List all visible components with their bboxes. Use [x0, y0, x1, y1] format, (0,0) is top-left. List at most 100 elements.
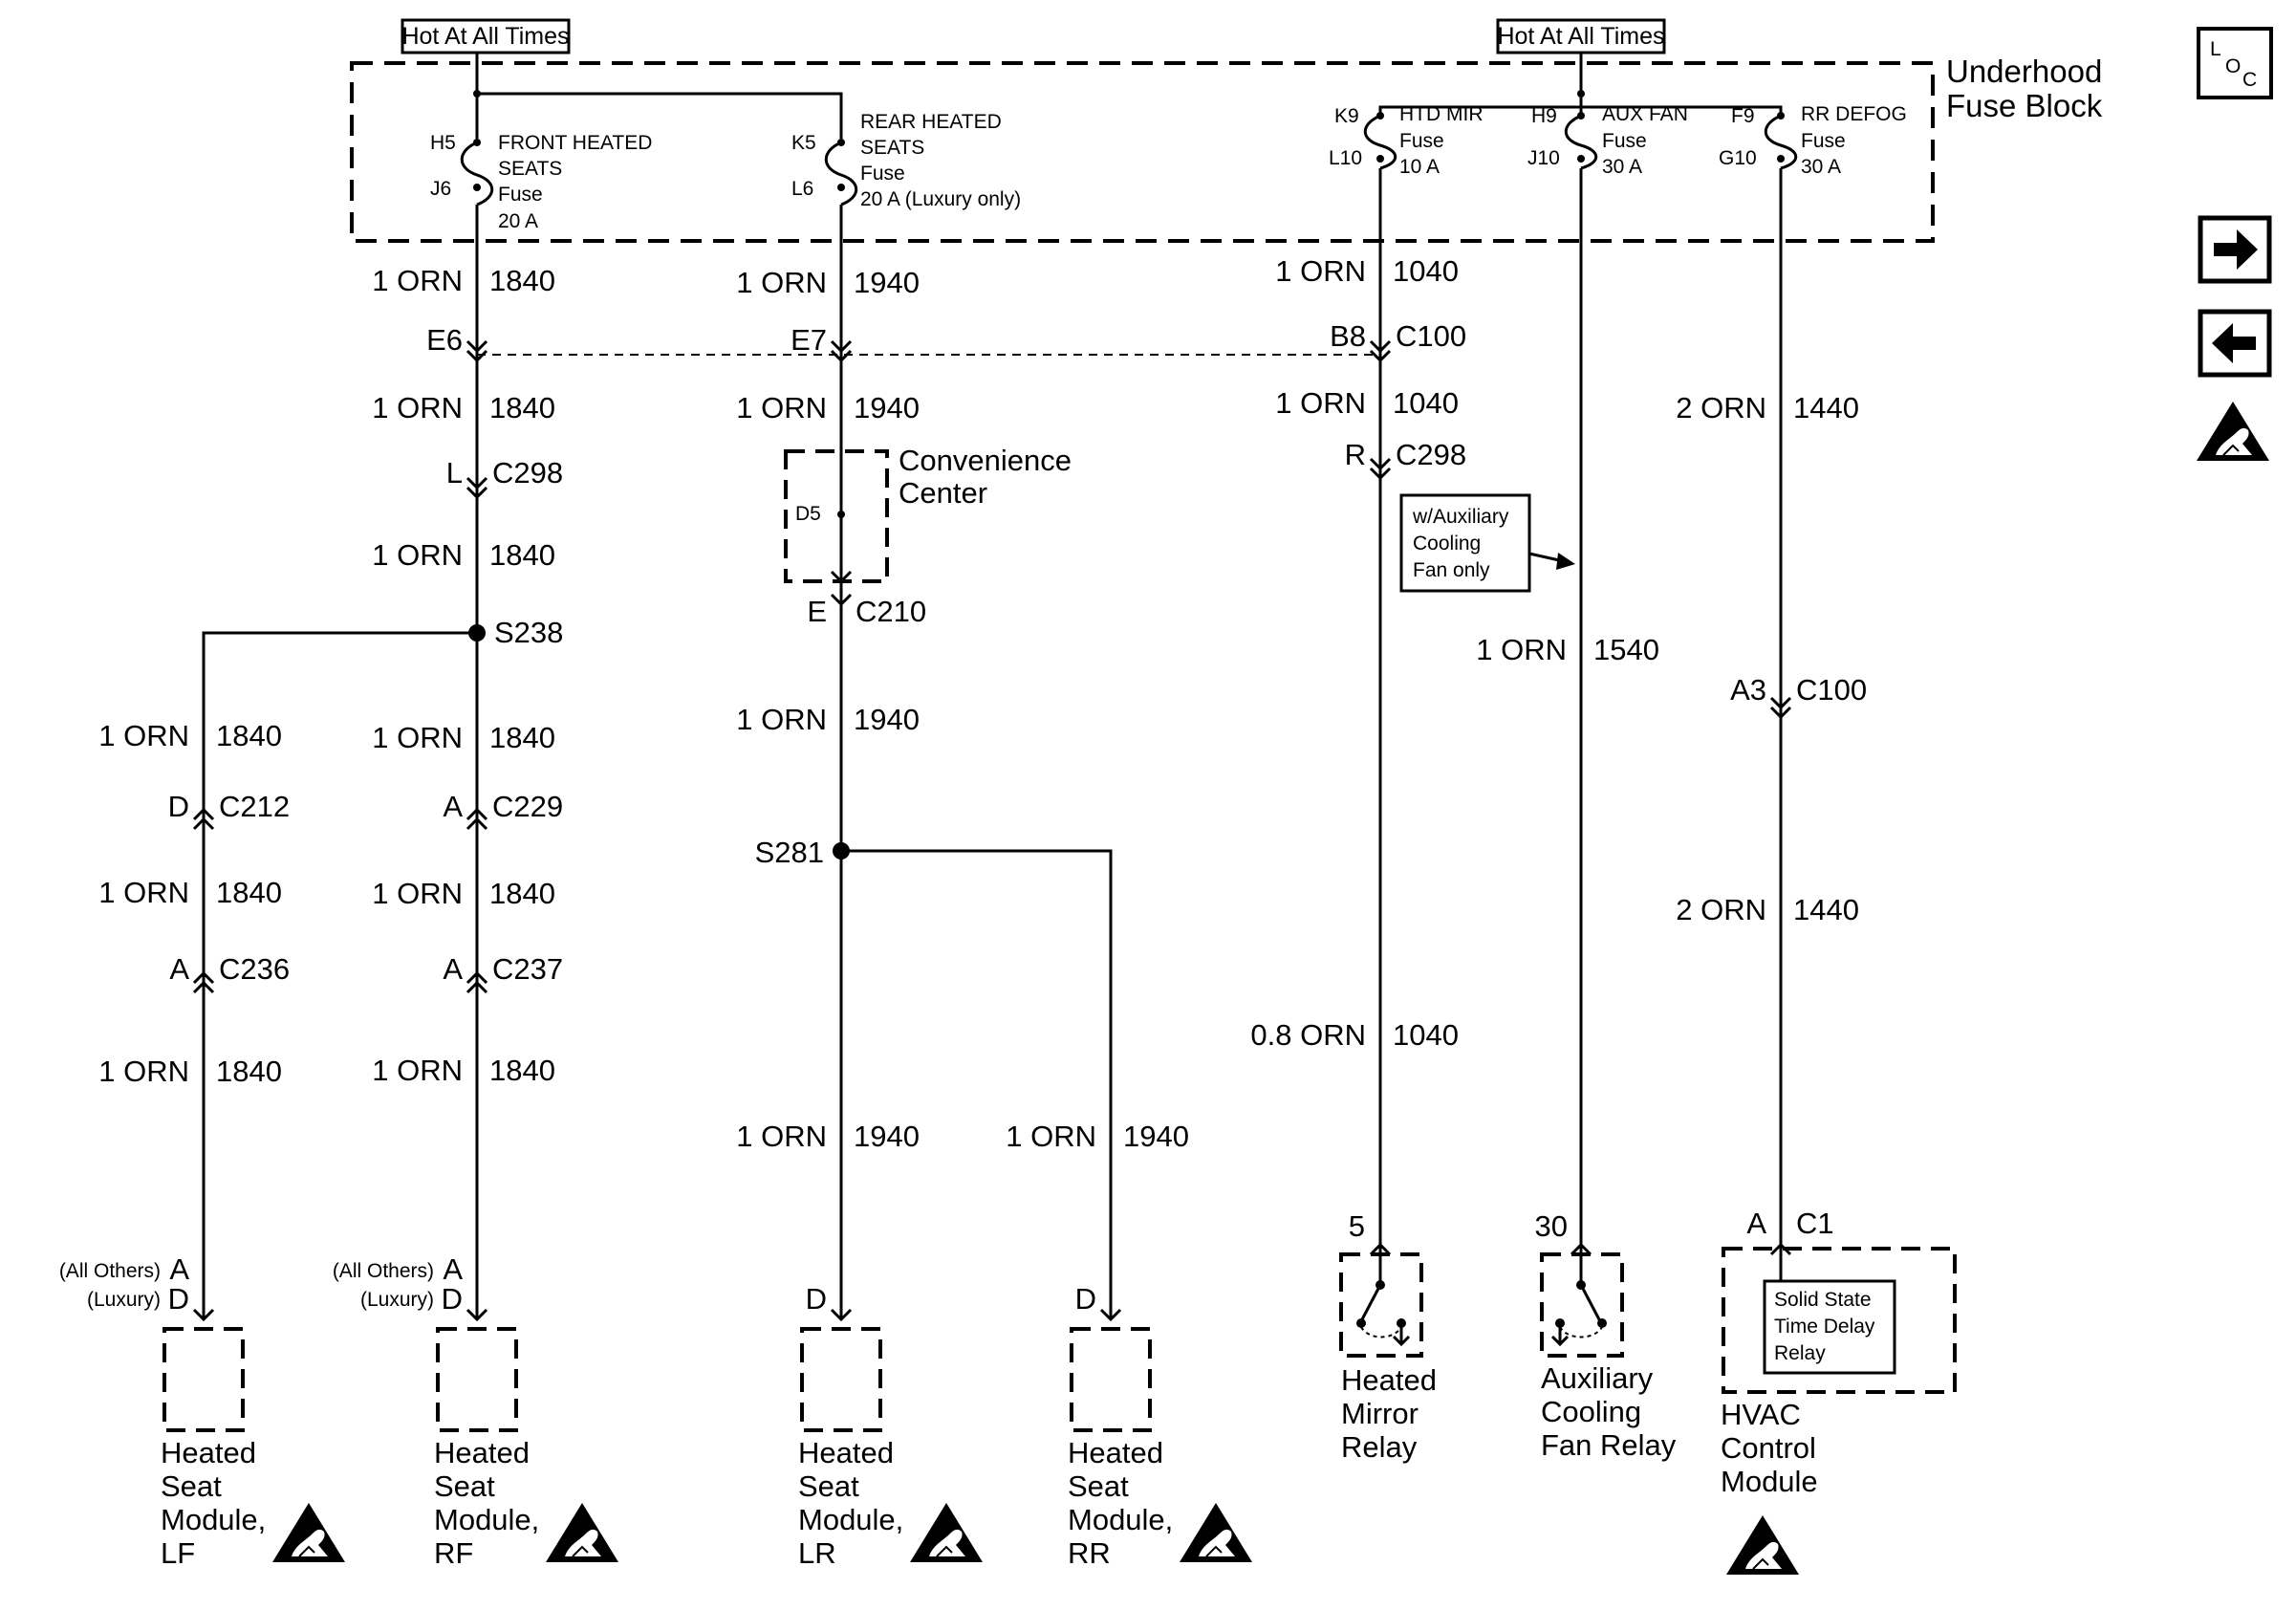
- convenience-center-outline: [784, 449, 889, 583]
- svg-text:D: D: [1075, 1282, 1096, 1316]
- svg-text:L: L: [446, 456, 463, 490]
- svg-text:K5: K5: [791, 132, 816, 154]
- svg-text:1040: 1040: [1393, 254, 1459, 288]
- svg-text:Module,: Module,: [161, 1503, 266, 1536]
- svg-text:H9: H9: [1531, 105, 1557, 127]
- svg-text:A: A: [443, 790, 463, 823]
- svg-text:REAR HEATED: REAR HEATED: [860, 111, 1002, 133]
- svg-text:1940: 1940: [854, 266, 920, 299]
- svg-text:O: O: [2225, 55, 2241, 77]
- svg-text:C298: C298: [1396, 438, 1466, 471]
- svg-text:L10: L10: [1329, 147, 1362, 169]
- svg-text:RR: RR: [1068, 1536, 1111, 1570]
- svg-text:FRONT HEATED: FRONT HEATED: [498, 132, 652, 154]
- heated-seat-module-rr: Heated Seat Module, RR: [1068, 1327, 1253, 1570]
- svg-text:Module,: Module,: [798, 1503, 903, 1536]
- svg-text:Cooling: Cooling: [1413, 533, 1481, 555]
- svg-text:1840: 1840: [489, 538, 555, 572]
- svg-text:Heated: Heated: [161, 1436, 256, 1469]
- svg-text:Seat: Seat: [798, 1469, 859, 1503]
- svg-text:Module: Module: [1721, 1465, 1818, 1498]
- circuit-1540: 1 ORN 1540 30: [1476, 168, 1659, 1245]
- rr-defog-fuse: F9 G10 RR DEFOG Fuse 30 A: [1719, 103, 1907, 178]
- hvac-control-module: Solid State Time Delay Relay HVAC Contro…: [1721, 1242, 1957, 1576]
- locator-button[interactable]: L O C: [2197, 27, 2273, 99]
- svg-text:A: A: [1746, 1207, 1766, 1240]
- svg-text:Fuse: Fuse: [498, 184, 543, 206]
- svg-text:1940: 1940: [854, 1120, 920, 1153]
- svg-text:1 ORN: 1 ORN: [372, 877, 463, 910]
- svg-text:5: 5: [1349, 1209, 1365, 1243]
- svg-text:Heated: Heated: [798, 1436, 894, 1469]
- svg-text:20 A (Luxury only): 20 A (Luxury only): [860, 188, 1021, 210]
- svg-text:HVAC: HVAC: [1721, 1398, 1801, 1431]
- circuit-1840-trunk: 1 ORN 1840 E6 1 ORN 1840 L C298 1 ORN 18…: [202, 205, 563, 1319]
- svg-text:1840: 1840: [489, 391, 555, 424]
- svg-text:1440: 1440: [1793, 893, 1859, 926]
- svg-text:1540: 1540: [1593, 633, 1659, 666]
- svg-text:L: L: [2210, 38, 2221, 60]
- svg-text:Hot At All Times: Hot At All Times: [401, 23, 569, 50]
- fuse-block-name-line2: Fuse Block: [1946, 88, 2103, 123]
- svg-text:H5: H5: [430, 132, 456, 154]
- svg-text:1 ORN: 1 ORN: [736, 391, 827, 424]
- esd-warning-icon: [1179, 1502, 1253, 1563]
- svg-text:10 A: 10 A: [1399, 156, 1440, 178]
- rear-heated-seats-fuse: K5 L6 REAR HEATED SEATS Fuse 20 A (Luxur…: [791, 111, 1021, 210]
- svg-text:Fan only: Fan only: [1413, 559, 1490, 581]
- fuse-block-name: Underhood: [1946, 54, 2102, 89]
- svg-text:D: D: [806, 1282, 827, 1316]
- svg-text:J10: J10: [1527, 147, 1560, 169]
- svg-text:Module,: Module,: [434, 1503, 539, 1536]
- svg-text:Center: Center: [899, 476, 987, 510]
- svg-text:2 ORN: 2 ORN: [1676, 391, 1766, 424]
- next-page-button[interactable]: [2198, 215, 2272, 284]
- svg-text:L6: L6: [791, 178, 813, 200]
- hot-at-all-times-label-right: Hot At All Times: [1496, 18, 1666, 54]
- svg-text:S238: S238: [494, 616, 563, 649]
- previous-page-button[interactable]: [2198, 309, 2272, 378]
- svg-text:HTD MIR: HTD MIR: [1399, 103, 1484, 125]
- heated-mirror-relay: Heated Mirror Relay: [1339, 1242, 1437, 1464]
- svg-text:30 A: 30 A: [1801, 156, 1841, 178]
- svg-text:C212: C212: [219, 790, 290, 823]
- svg-text:F9: F9: [1731, 105, 1755, 127]
- svg-text:w/Auxiliary: w/Auxiliary: [1412, 506, 1509, 528]
- svg-text:1940: 1940: [1123, 1120, 1189, 1153]
- svg-text:C229: C229: [492, 790, 563, 823]
- front-heated-seats-fuse: H5 J6 FRONT HEATED SEATS Fuse 20 A: [430, 132, 652, 232]
- svg-text:Auxiliary: Auxiliary: [1541, 1361, 1654, 1395]
- svg-text:1 ORN: 1 ORN: [1006, 1120, 1096, 1153]
- esd-warning-icon: [909, 1502, 984, 1563]
- svg-text:Fan Relay: Fan Relay: [1541, 1428, 1677, 1462]
- svg-text:K9: K9: [1334, 105, 1359, 127]
- svg-text:D: D: [168, 1282, 189, 1316]
- svg-text:1040: 1040: [1393, 1018, 1459, 1052]
- svg-text:D5: D5: [795, 503, 821, 525]
- svg-text:A: A: [443, 952, 463, 986]
- svg-text:1 ORN: 1 ORN: [98, 719, 189, 752]
- arrow-left-icon: [2212, 323, 2256, 363]
- svg-text:C100: C100: [1796, 673, 1867, 707]
- svg-text:LF: LF: [161, 1536, 195, 1570]
- svg-text:1 ORN: 1 ORN: [372, 1054, 463, 1087]
- svg-text:C237: C237: [492, 952, 563, 986]
- svg-text:1840: 1840: [489, 1054, 555, 1087]
- svg-text:1440: 1440: [1793, 391, 1859, 424]
- circuit-1840-rf-branch: 1 ORN 1840 A C229 1 ORN 1840 A C237 1 OR…: [333, 721, 563, 1322]
- svg-text:Fuse: Fuse: [1801, 130, 1846, 152]
- svg-text:LR: LR: [798, 1536, 836, 1570]
- svg-text:Control: Control: [1721, 1431, 1816, 1465]
- svg-text:1840: 1840: [489, 877, 555, 910]
- svg-text:1 ORN: 1 ORN: [98, 1055, 189, 1088]
- svg-text:1840: 1840: [216, 876, 282, 909]
- svg-text:1840: 1840: [489, 264, 555, 297]
- svg-text:1 ORN: 1 ORN: [736, 266, 827, 299]
- svg-text:S281: S281: [755, 836, 824, 869]
- svg-text:1 ORN: 1 ORN: [736, 1120, 827, 1153]
- esd-warning-icon: [2196, 401, 2270, 462]
- svg-text:1 ORN: 1 ORN: [1275, 254, 1366, 288]
- heated-seat-module-rf: Heated Seat Module, RF: [434, 1327, 619, 1570]
- svg-text:B8: B8: [1330, 319, 1366, 353]
- svg-text:1 ORN: 1 ORN: [736, 703, 827, 736]
